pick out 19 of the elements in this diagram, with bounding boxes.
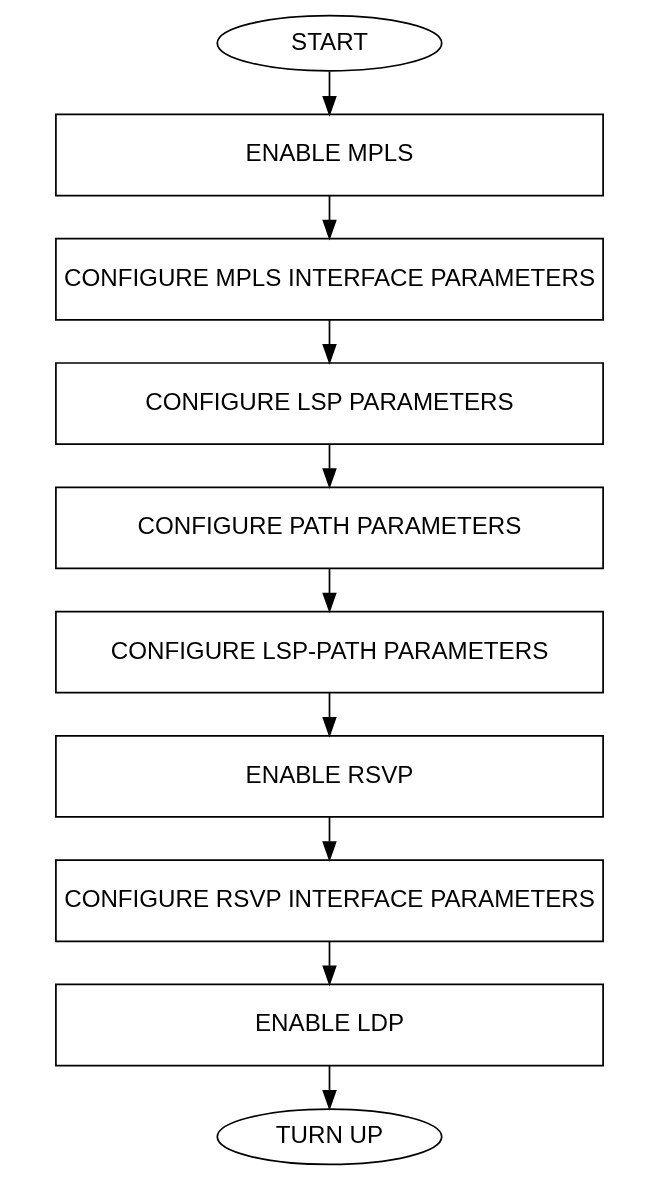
node-box: ENABLE LDP	[55, 983, 604, 1067]
arrow	[322, 70, 337, 117]
arrow	[322, 1064, 337, 1111]
node-box: CONFIGURE LSP PARAMETERS	[55, 362, 604, 445]
arrow	[322, 443, 337, 490]
arrow	[322, 567, 337, 614]
arrow	[322, 319, 337, 365]
node-ellipse: START	[216, 14, 443, 72]
node-box: CONFIGURE RSVP INTERFACE PARAMETERS	[55, 859, 604, 943]
node-box: ENABLE MPLS	[55, 113, 604, 197]
arrow	[322, 691, 337, 738]
node-box: CONFIGURE PATH PARAMETERS	[55, 486, 604, 570]
node-box: ENABLE RSVP	[55, 735, 604, 818]
arrow	[322, 816, 337, 862]
node-box: CONFIGURE MPLS INTERFACE PARAMETERS	[55, 237, 604, 321]
arrow	[322, 940, 337, 987]
node-box: CONFIGURE LSP-PATH PARAMETERS	[55, 610, 604, 694]
arrow	[322, 194, 337, 241]
node-ellipse: TURN UP	[216, 1108, 443, 1166]
